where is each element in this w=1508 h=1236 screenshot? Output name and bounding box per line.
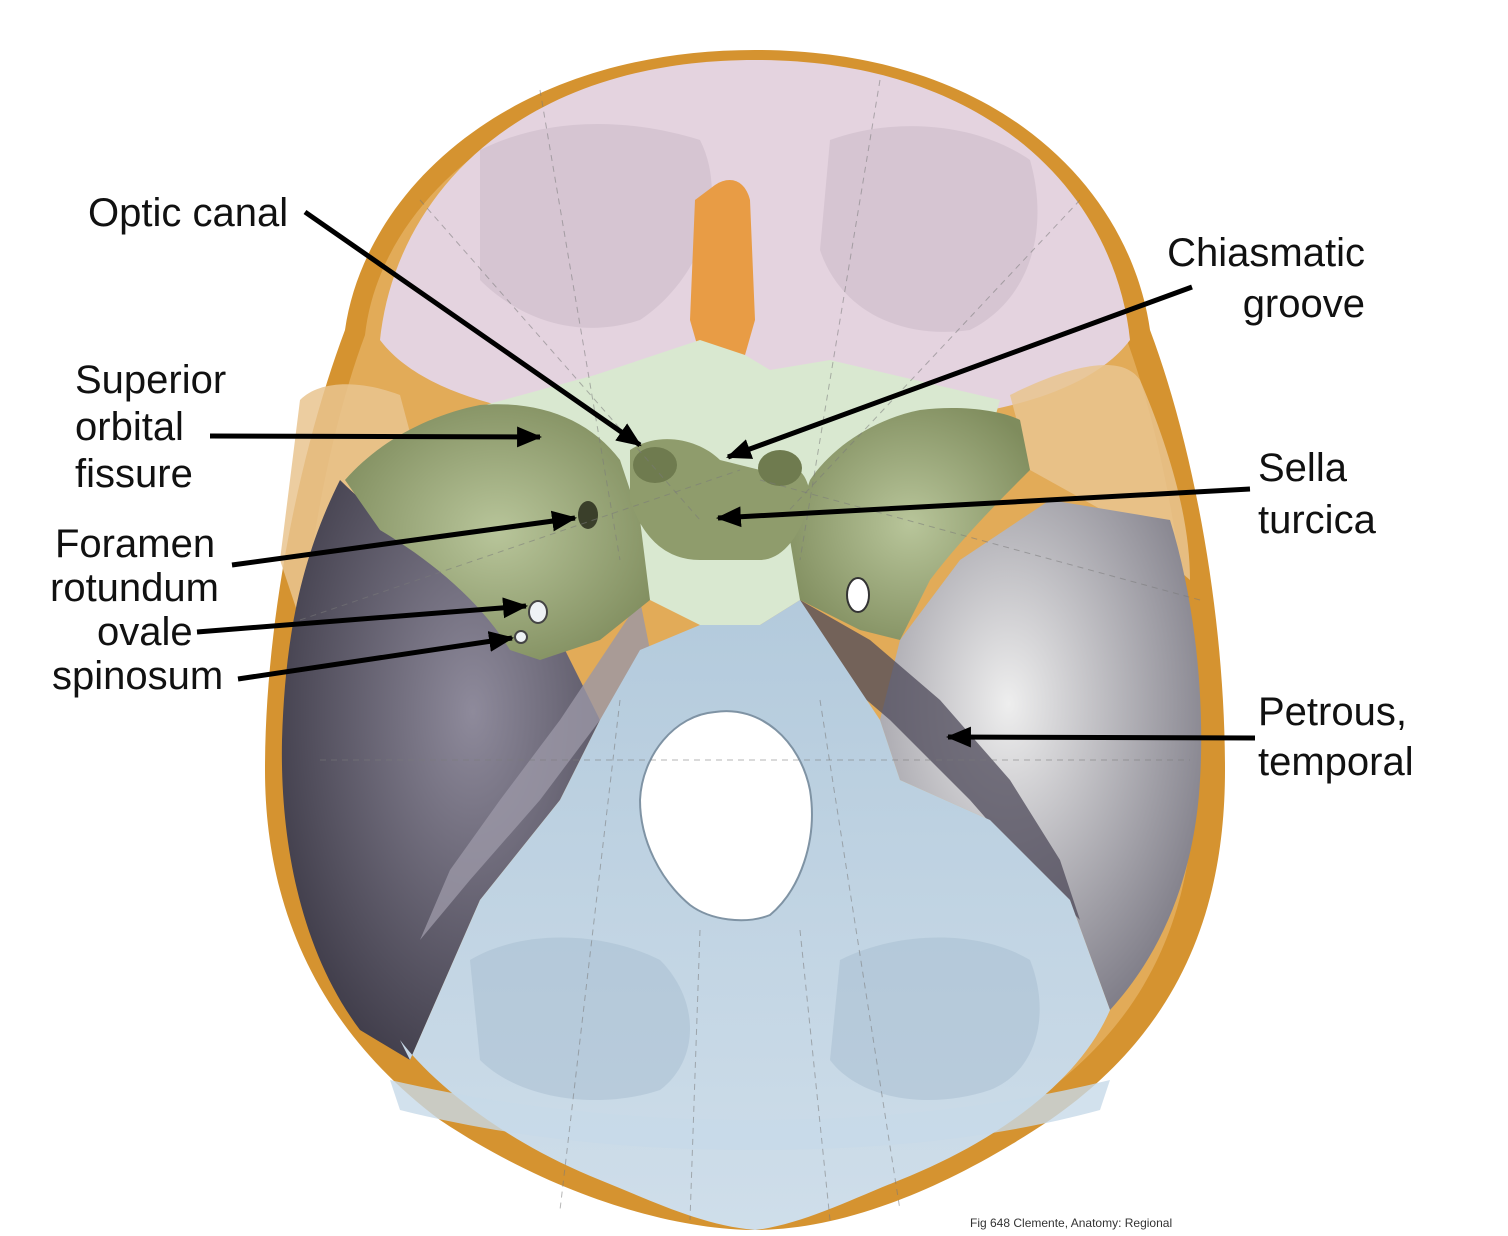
arrow-chiasmatic-groove <box>726 284 1193 460</box>
ethmoid-crista <box>690 180 755 355</box>
foramen-spinosum-left <box>514 630 528 644</box>
label-chiasmatic-groove-line2: groove <box>1243 282 1365 326</box>
frontal-texture <box>480 123 1038 332</box>
middle-fossa-right <box>880 500 1202 1010</box>
occipital-lower-band <box>390 1080 1110 1150</box>
construction-lines <box>299 79 1201 1221</box>
label-foramen-spinosum: spinosum <box>52 654 223 698</box>
label-foramen-ovale: ovale <box>97 610 193 654</box>
anterior-clinoid-right <box>758 450 802 486</box>
arrow-optic-canal <box>303 209 642 448</box>
label-superior-orbital-fissure-line1: Superior <box>75 358 226 402</box>
label-petrous-temporal-line2: temporal <box>1258 740 1414 784</box>
foramen-ovale-left <box>528 600 548 624</box>
arrow-sella-turcica <box>715 486 1251 528</box>
figure-credit: Fig 648 Clemente, Anatomy: Regional <box>970 1216 1172 1230</box>
arrow-foramen-ovale <box>196 597 529 635</box>
label-chiasmatic-groove-line1: Chiasmatic <box>1167 231 1365 275</box>
label-superior-orbital-fissure-line3: fissure <box>75 452 193 496</box>
foramen-rotundum-left <box>578 501 598 529</box>
arrow-foramen-spinosum <box>237 631 515 682</box>
anterior-clinoid-left <box>633 447 677 483</box>
label-optic-canal: Optic canal <box>88 191 288 235</box>
foramen-magnum <box>638 710 813 922</box>
cerebellar-fossa-right <box>830 937 1040 1100</box>
sphenoid-greater-wing-left <box>345 404 650 660</box>
label-foramen-rotundum-line1: Foramen <box>55 522 215 566</box>
label-sella-turcica-line2: turcica <box>1258 498 1377 542</box>
label-superior-orbital-fissure-line2: orbital <box>75 405 184 449</box>
arrow-petrous-temporal <box>945 726 1256 748</box>
foramen-ovale-right <box>846 577 870 613</box>
arrow-superior-orbital-fissure <box>209 426 543 448</box>
arrow-foramen-rotundum <box>231 510 578 568</box>
cerebellar-fossa-left <box>470 937 690 1100</box>
label-sella-turcica-line1: Sella <box>1258 446 1348 490</box>
petrous-ridge-left <box>420 600 650 940</box>
label-petrous-temporal-line1: Petrous, <box>1258 690 1407 734</box>
pointer-arrows <box>196 209 1256 748</box>
label-foramen-rotundum-line2: rotundum <box>50 566 219 610</box>
